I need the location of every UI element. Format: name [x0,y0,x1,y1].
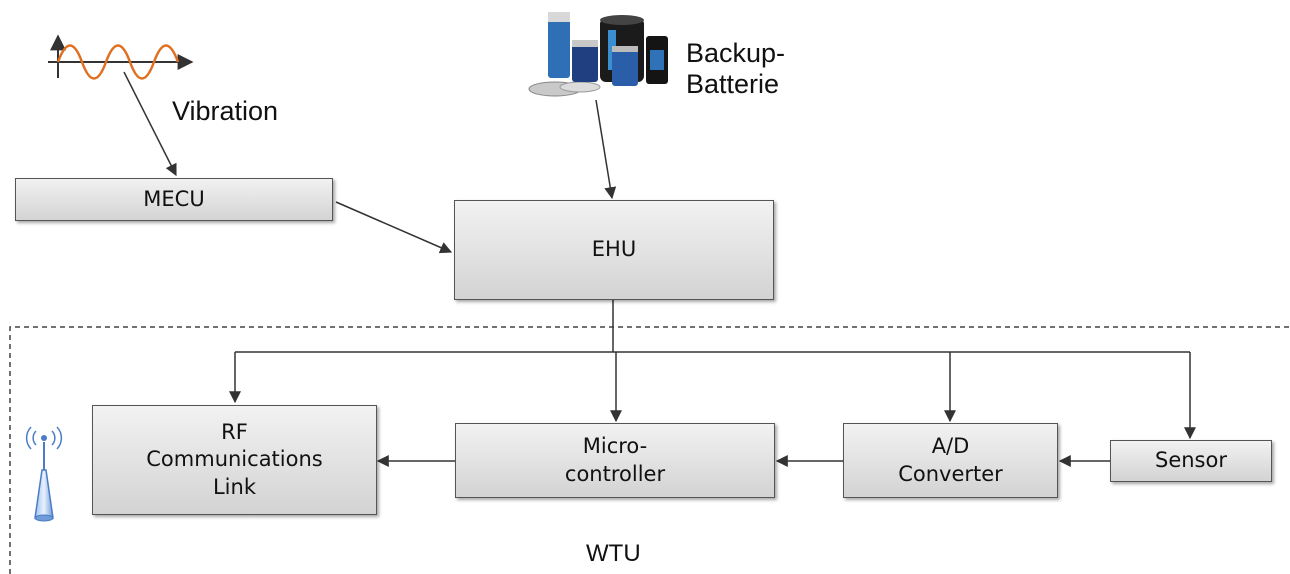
sensor-block: Sensor [1110,440,1272,482]
mecu-block: MECU [15,178,333,221]
antenna-icon [25,426,63,522]
sine-wave-icon [48,34,194,80]
microcontroller-block: Micro- controller [455,423,775,498]
batteries-icon [528,12,668,97]
ad-converter-block: A/D Converter [843,423,1058,498]
backup-battery-label: Backup- Batterie [686,38,786,100]
ehu-block: EHU [454,200,774,300]
vibration-label: Vibration [172,96,279,126]
wtu-label: WTU [586,540,641,567]
wtu-boundary [9,326,1290,574]
rf-link-block: RF Communications Link [92,405,377,515]
